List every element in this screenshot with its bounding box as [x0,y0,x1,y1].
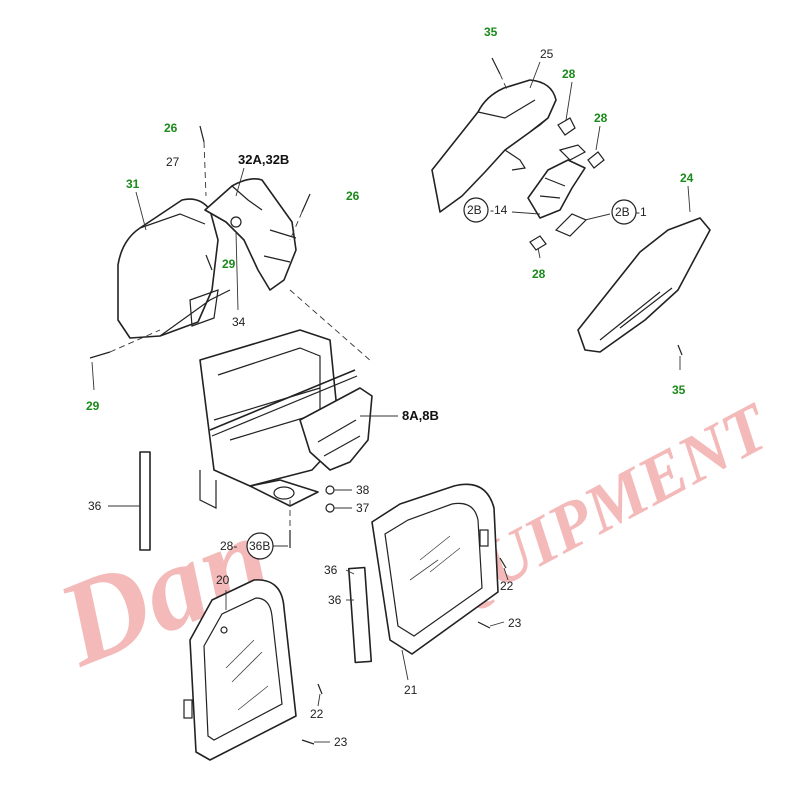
label-23-left: 23 [334,735,348,749]
screw-29-outer [89,351,111,359]
screw-29-inner [205,254,213,271]
label-36-mid-b: 36 [328,593,342,607]
screw-26-right [301,193,311,213]
label-26-right: 26 [346,189,360,203]
window-21 [371,483,499,655]
rod-upper [209,369,356,431]
label-37: 37 [356,501,370,515]
label-22-left: 22 [310,707,324,721]
screw-26-left [199,125,205,143]
part-8-hinge [299,387,373,471]
label-31: 31 [126,177,140,191]
upper-right-bracket-assembly [431,57,711,356]
label-29-inner: 29 [222,257,236,271]
label-35-top: 35 [484,25,498,39]
bolt-23-left [301,739,315,745]
label-36-mid-a: 36 [324,563,338,577]
frame-main [199,329,341,487]
window-20 [183,579,297,761]
seal-strip-36-mid [347,566,373,664]
label-29-outer: 29 [86,399,100,413]
part-25-cover [431,79,557,213]
callout-2b-1 [611,199,637,225]
upper-left-cover-assembly [89,125,311,359]
label-36-left: 36 [88,499,102,513]
label-35-bottom: 35 [672,383,686,397]
screw-35-bottom [677,344,683,356]
label-20: 20 [216,573,230,587]
label-38: 38 [356,483,370,497]
label-26-left: 26 [164,121,178,135]
label-36b: 36B [249,539,270,553]
screw-35-top [491,57,501,75]
label-34: 34 [232,315,246,329]
label-28-a: 28 [562,67,576,81]
part-32-cover [204,178,297,291]
bolt-23-right [477,621,491,629]
label-21: 21 [404,683,418,697]
latch-mechanism [527,159,586,219]
label-2b14-suffix: -14 [490,203,508,217]
bolt-22-right [499,557,507,569]
label-2b1-suffix: -1 [636,205,647,219]
label-8: 8A,8B [402,408,439,423]
callout-2b-14 [463,197,489,223]
label-2b14-code: 2B [467,203,482,217]
central-frame [199,289,373,548]
part-24-plate [577,217,711,353]
label-28-b: 28 [594,111,608,125]
label-28-c: 28 [532,267,546,281]
label-23-right: 23 [508,616,522,630]
label-28-bottom: 28- [220,539,237,553]
bolts [301,557,507,745]
label-25: 25 [540,47,554,61]
labels: 35 25 28 28 24 2B -14 2B -1 28 35 26 27 … [86,25,694,749]
label-27: 27 [166,155,180,169]
label-32: 32A,32B [238,152,289,167]
callout-36b [246,532,274,560]
leader-lines [91,61,691,743]
label-24: 24 [680,171,694,185]
label-22-right: 22 [500,579,514,593]
seal-strip-36-left [139,451,151,551]
bolt-22-left [317,683,323,695]
seal-strips [139,451,373,664]
label-2b1-code: 2B [615,205,630,219]
part-31-cover [117,198,219,339]
